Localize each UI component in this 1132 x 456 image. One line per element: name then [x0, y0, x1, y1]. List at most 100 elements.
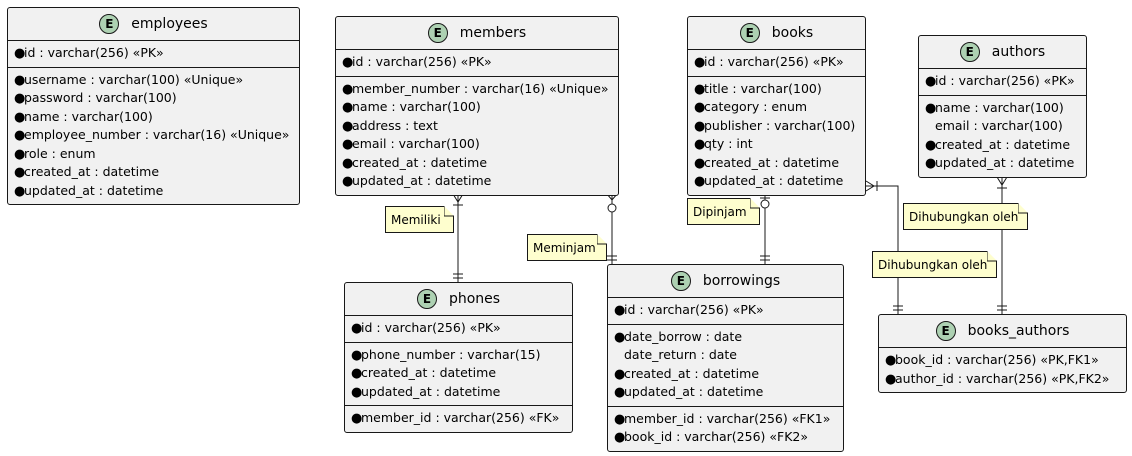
attribute-text: book_id : varchar(256) «PK,FK1» [895, 352, 1099, 367]
entity-badge-icon: E [416, 289, 437, 309]
bullet-icon: ● [885, 353, 897, 368]
bullet-icon: ● [14, 128, 26, 143]
entity-attribute: ●member_id : varchar(256) «FK» [345, 409, 572, 428]
entity-name: phones [448, 291, 501, 307]
attribute-text: created_at : datetime [704, 154, 840, 170]
bullet-icon: ● [614, 329, 626, 345]
bullet-icon: ● [14, 165, 26, 180]
entity-name: books_authors [967, 323, 1070, 339]
primary-key-section: ●id : varchar(256) «PK» [688, 49, 865, 77]
entity-attribute: ●updated_at : datetime [8, 182, 299, 201]
attribute-text: id : varchar(256) «PK» [704, 54, 844, 69]
entity-attribute: ●created_at : datetime [345, 364, 572, 383]
bullet-icon: ● [614, 430, 626, 445]
attribute-text: name : varchar(100) [24, 108, 153, 124]
crows-foot-icon [452, 193, 464, 203]
entity-badge-icon: E [99, 14, 120, 34]
note-text: Memiliki [391, 213, 441, 227]
entity-attribute: ●updated_at : datetime [608, 383, 843, 402]
note-fold-icon [1018, 203, 1028, 214]
bullet-icon: ● [351, 366, 363, 381]
note-fold-icon [750, 198, 760, 209]
bullet-icon: ● [694, 155, 706, 171]
entity-name: authors [991, 44, 1046, 60]
bullet-icon: ● [694, 55, 706, 70]
note-dipinjam: Dipinjam [687, 198, 760, 225]
attribute-text: date_return : date [624, 347, 738, 362]
primary-key-section: ●id : varchar(256) «PK» [345, 315, 572, 343]
relationship-line [866, 185, 899, 314]
attribute-text: created_at : datetime [624, 365, 760, 381]
attribute-text: role : enum [24, 145, 96, 161]
attribute-text: created_at : datetime [935, 136, 1071, 152]
note-text: Dipinjam [693, 205, 747, 219]
attribute-text: name : varchar(100) [935, 99, 1064, 115]
attribute-text: updated_at : datetime [935, 155, 1075, 170]
zero-marker-icon [607, 203, 617, 213]
bullet-icon: ● [694, 137, 706, 152]
note-dihubungkan2: Dihubungkan oleh [872, 251, 997, 278]
bullet-icon: ● [342, 100, 354, 115]
bullet-icon: ● [925, 137, 937, 153]
entity-attribute: ●author_id : varchar(256) «PK,FK2» [879, 370, 1126, 389]
entity-attribute: ●updated_at : datetime [919, 154, 1086, 173]
attribute-section: ●book_id : varchar(256) «PK,FK1» ●author_… [879, 347, 1126, 392]
attribute-text: updated_at : datetime [361, 383, 501, 399]
bullet-icon: ● [342, 81, 354, 97]
bullet-icon: ● [14, 146, 26, 162]
entity-name: members [459, 25, 527, 41]
primary-key-section: ●id : varchar(256) «PK» [8, 40, 299, 68]
note-text: Meminjam [533, 241, 596, 255]
attribute-text: id : varchar(256) «PK» [624, 302, 764, 317]
entity-badge-icon: E [670, 271, 691, 291]
bullet-icon: ● [614, 385, 626, 400]
entity-attribute: ●password : varchar(100) [8, 89, 299, 108]
entity-attribute: ●id : varchar(256) «PK» [919, 72, 1086, 91]
attribute-text: email : varchar(100) [352, 136, 480, 151]
note-fold-icon [444, 206, 454, 217]
entity-attribute: ●name : varchar(100) [336, 98, 618, 117]
entity-attribute: ●name : varchar(100) [8, 108, 299, 127]
note-fold-icon [597, 234, 607, 245]
entity-attribute: ●created_at : datetime [608, 365, 843, 384]
bullet-icon: ● [14, 183, 26, 199]
bullet-icon: ● [925, 100, 937, 116]
note-text: Dihubungkan oleh [878, 258, 988, 272]
bullet-icon: ● [14, 46, 26, 61]
entity-badge-icon: E [427, 23, 448, 43]
bullet-icon: ● [925, 156, 937, 171]
attribute-text: book_id : varchar(256) «FK2» [624, 429, 809, 444]
entity-name: borrowings [702, 273, 781, 289]
attribute-text: email : varchar(100) [935, 118, 1063, 133]
entity-badge-icon: E [959, 42, 980, 62]
note-text: Dihubungkan oleh [909, 210, 1019, 224]
entity-attribute: ●updated_at : datetime [336, 172, 618, 191]
entity-badge-icon: E [739, 23, 760, 43]
bullet-icon: ● [694, 118, 706, 134]
note-memiliki: Memiliki [385, 206, 454, 233]
attribute-text: author_id : varchar(256) «PK,FK2» [895, 370, 1110, 386]
primary-key-section: ●id : varchar(256) «PK» [919, 68, 1086, 96]
entity-attribute: ●created_at : datetime [919, 136, 1086, 155]
entity-attribute: ●category : enum [688, 98, 865, 117]
attribute-section: ●member_id : varchar(256) «FK1»●book_id … [608, 405, 843, 451]
entity-attribute: ●phone_number : varchar(15) [345, 346, 572, 365]
entity-attribute: ●member_id : varchar(256) «FK1» [608, 410, 843, 429]
bullet-icon: ● [694, 100, 706, 115]
entity-badge-icon: E [935, 321, 956, 341]
note-meminjam: Meminjam [527, 234, 607, 261]
attribute-text: id : varchar(256) «PK» [352, 54, 492, 69]
bullet-icon: ● [694, 81, 706, 97]
attribute-text: member_number : varchar(16) «Unique» [352, 80, 609, 96]
entity-attribute: ●member_number : varchar(16) «Unique» [336, 80, 618, 99]
